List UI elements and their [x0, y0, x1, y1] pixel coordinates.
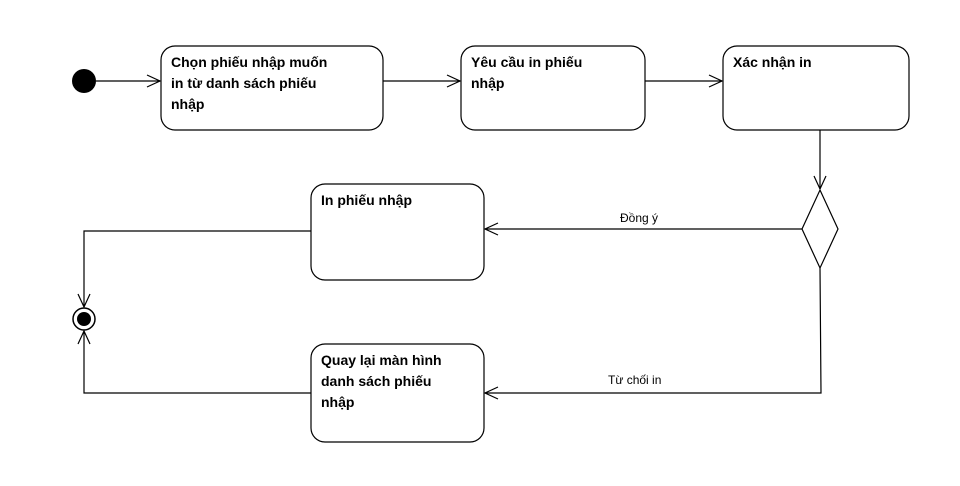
- initial-node: [72, 69, 96, 93]
- action-yeu-cau-label: Yêu cầu in phiếu nhập: [471, 54, 583, 91]
- action-xac-nhan-label: Xác nhận in: [733, 54, 812, 70]
- guard-tu-choi-label: Từ chối in: [608, 373, 662, 387]
- action-chon-phieu-label: Chọn phiếu nhập muốn in từ danh sách phi…: [171, 54, 328, 112]
- action-yeu-cau-box: [460, 45, 646, 131]
- action-xac-nhan-box: [722, 45, 910, 131]
- decision-node: [801, 188, 839, 270]
- action-in-phieu-label: In phiếu nhập: [321, 192, 412, 208]
- flow-in-phieu-to-final: [77, 230, 311, 309]
- flow-quay-lai-to-final: [77, 329, 311, 394]
- final-node-inner: [77, 312, 91, 326]
- action-quay-lai-label: Quay lại màn hình danh sách phiếu nhập: [321, 352, 442, 410]
- action-chon-phieu-box: [160, 45, 384, 131]
- guard-dong-y-label: Đồng ý: [620, 211, 659, 225]
- flow-decision-to-quay-lai: [483, 267, 822, 400]
